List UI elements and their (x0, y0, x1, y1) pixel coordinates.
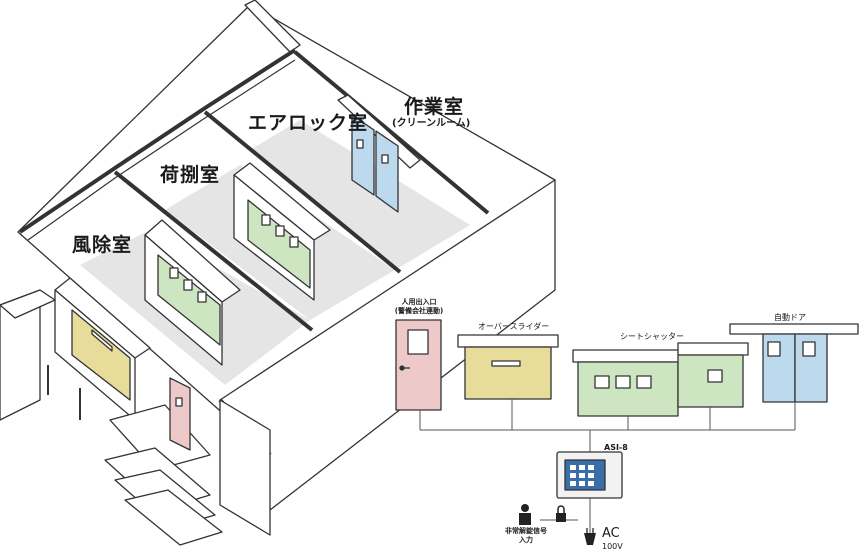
personnel-door-sub: (警備会社連動) (394, 307, 444, 315)
device-label-personnel-door: 人用出入口 (警備会社連動) (388, 298, 450, 316)
device-label-sheet-shutter: シートシャッター (620, 332, 684, 341)
room-label-unpack: 荷捌室 (160, 164, 221, 186)
room-label-work: 作業室 (404, 96, 465, 118)
device-label-overslider: オーバースライダー (478, 322, 550, 331)
emergency-input-icon (519, 504, 531, 525)
stair-3 (124, 489, 223, 546)
device-overslider-panel (464, 346, 552, 400)
device-sheet-shutter-1 (577, 361, 679, 417)
wall-back-edge (18, 48, 297, 234)
device-auto-door-frame (729, 323, 859, 335)
personnel-door-title: 人用出入口 (401, 298, 437, 306)
device-label-auto-door: 自動ドア (774, 313, 806, 322)
device-sheet-shutter-1-box (572, 349, 684, 363)
wall-right-corner (219, 399, 271, 536)
overslider-panel (71, 309, 131, 401)
power-plug-icon (584, 528, 596, 545)
personnel-door-building (169, 377, 191, 451)
device-overslider-box (457, 334, 559, 348)
wall-back-edge-inner (27, 59, 296, 241)
power-label: AC (602, 526, 620, 541)
partition-2 (203, 110, 402, 274)
partition-1 (113, 170, 314, 332)
power-sub-label: 100V (602, 542, 623, 551)
lock-icon (556, 505, 566, 522)
room-label-airshower: 風除室 (72, 234, 133, 256)
room-label-work-sub: (クリーンルーム) (392, 118, 471, 129)
partition-3 (293, 50, 490, 215)
room-label-airlock: エアロック室 (248, 112, 369, 134)
device-sheet-shutter-2-box (677, 342, 749, 356)
airlock-door-right (375, 130, 399, 213)
emergency-input-title: 非常解錠信号 (505, 527, 547, 535)
device-label-controller: ASI-8 (604, 443, 628, 452)
emergency-input-sub: 入力 (519, 536, 533, 544)
airlock-door-left (351, 114, 375, 196)
emergency-input-label: 非常解錠信号 入力 (498, 527, 554, 545)
wall-top-back (244, 0, 301, 53)
floor-airlock (250, 120, 470, 270)
entrance-block-top (0, 289, 56, 319)
